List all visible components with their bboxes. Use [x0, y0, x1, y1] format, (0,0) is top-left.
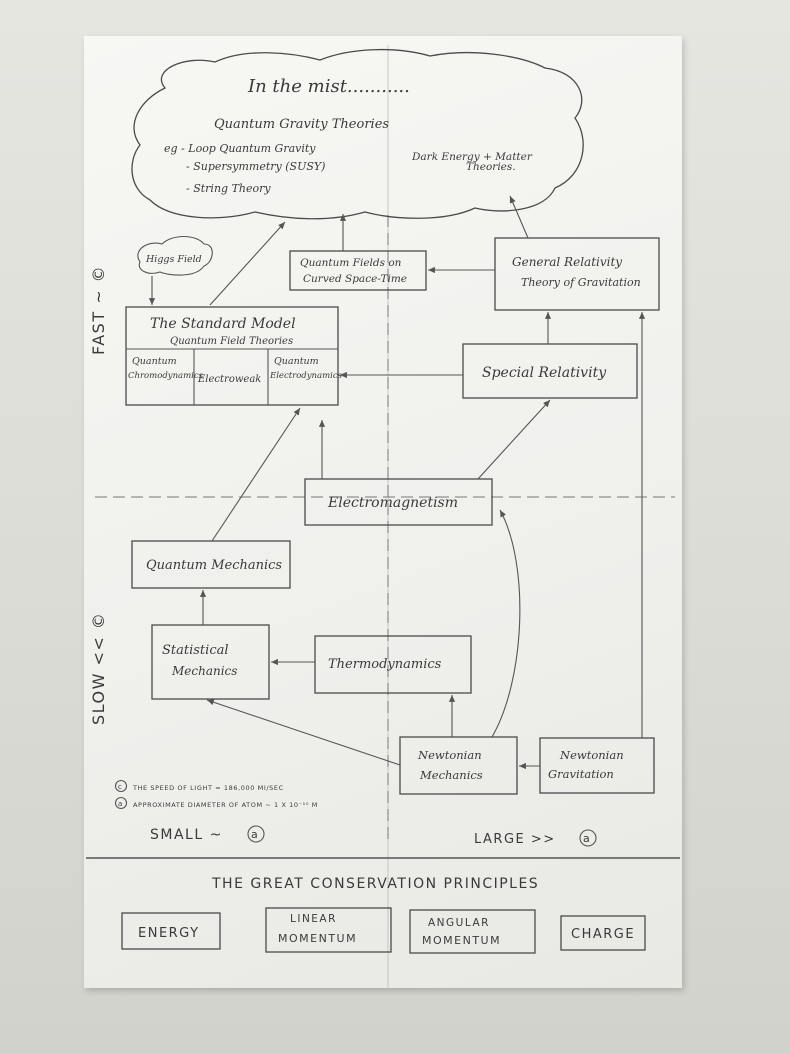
svg-text:The Standard Model: The Standard Model — [150, 316, 296, 332]
svg-text:Electromagnetism: Electromagnetism — [327, 495, 458, 511]
node-thermodynamics: Thermodynamics — [314, 635, 472, 694]
small-axis-label: SMALL ~ — [150, 827, 223, 843]
conservation-section: THE GREAT CONSERVATION PRINCIPLES ENERGY… — [121, 876, 646, 954]
svg-text:Newtonian: Newtonian — [559, 748, 624, 762]
large-axis-label: LARGE >> — [474, 832, 556, 847]
svg-text:Electroweak: Electroweak — [197, 374, 261, 385]
conservation-title: THE GREAT CONSERVATION PRINCIPLES — [211, 876, 539, 892]
fast-axis-label: FAST ~ © — [89, 265, 108, 355]
svg-text:MOMENTUM: MOMENTUM — [278, 932, 357, 945]
svg-text:Quantum Mechanics: Quantum Mechanics — [146, 558, 282, 573]
svg-text:Electrodynamics: Electrodynamics — [269, 371, 343, 381]
legend-symbol-circle — [114, 796, 128, 810]
node-newtonian-mechanics: Newtonian Mechanics — [399, 736, 518, 795]
connector-arrows — [148, 195, 646, 770]
qg-item: - Supersymmetry (SUSY) — [186, 160, 325, 173]
legend-text: THE SPEED OF LIGHT = 186,000 MI/SEC — [132, 784, 284, 792]
svg-text:Statistical: Statistical — [162, 643, 229, 658]
dark-energy-label: Theories. — [466, 161, 516, 173]
node-qft-curved-spacetime: Quantum Fields on Curved Space-Time — [289, 250, 427, 291]
node-quantum-mechanics: Quantum Mechanics — [131, 540, 291, 589]
svg-text:Quantum: Quantum — [132, 356, 177, 367]
svg-text:ENERGY: ENERGY — [138, 926, 200, 941]
svg-text:Gravitation: Gravitation — [548, 767, 614, 781]
atom-symbol-circle — [247, 825, 265, 843]
svg-text:Mechanics: Mechanics — [419, 768, 483, 782]
node-standard-model: The Standard Model Quantum Field Theorie… — [125, 306, 343, 406]
higgs-field-cloud: Higgs Field — [137, 235, 213, 276]
svg-text:Quantum: Quantum — [274, 356, 319, 367]
svg-text:Special Relativity: Special Relativity — [482, 365, 607, 381]
higgs-field-label: Higgs Field — [145, 254, 202, 265]
svg-text:LINEAR: LINEAR — [290, 913, 337, 925]
legend-text: APPROXIMATE DIAMETER OF ATOM ~ 1 X 10⁻¹⁰… — [133, 801, 318, 809]
atom-symbol-circle — [579, 829, 597, 847]
svg-text:Chromodynamics: Chromodynamics — [128, 371, 204, 381]
qg-heading: Quantum Gravity Theories — [214, 117, 389, 132]
svg-text:ANGULAR: ANGULAR — [428, 917, 490, 929]
svg-text:Mechanics: Mechanics — [171, 664, 237, 678]
legend-symbol: c — [118, 783, 123, 791]
dark-energy-label: Dark Energy + Matter — [411, 151, 533, 163]
svg-text:Theory of Gravitation: Theory of Gravitation — [521, 276, 641, 289]
node-general-relativity: General Relativity Theory of Gravitation — [494, 237, 660, 311]
node-electromagnetism: Electromagnetism — [304, 478, 493, 526]
svg-text:Quantum Fields on: Quantum Fields on — [300, 257, 402, 269]
paper-sheet — [84, 36, 682, 988]
svg-text:MOMENTUM: MOMENTUM — [422, 934, 501, 947]
svg-text:General Relativity: General Relativity — [512, 255, 622, 269]
node-newtonian-gravitation: Newtonian Gravitation — [539, 737, 655, 794]
svg-text:CHARGE: CHARGE — [571, 927, 635, 942]
node-special-relativity: Special Relativity — [462, 343, 638, 399]
svg-text:Newtonian: Newtonian — [417, 748, 482, 762]
slow-axis-label: SLOW << © — [89, 612, 108, 725]
legend: c THE SPEED OF LIGHT = 186,000 MI/SEC a … — [114, 779, 318, 810]
svg-text:Curved Space-Time: Curved Space-Time — [303, 273, 407, 285]
svg-text:Thermodynamics: Thermodynamics — [328, 657, 442, 672]
mist-cloud: In the mist........... Quantum Gravity T… — [131, 48, 584, 220]
legend-symbol-circle — [114, 779, 128, 793]
conservation-item-linear-momentum: LINEAR MOMENTUM — [265, 907, 392, 953]
conservation-item-angular-momentum: ANGULAR MOMENTUM — [409, 909, 536, 954]
atom-symbol: a — [583, 832, 591, 845]
cloud-title: In the mist........... — [247, 76, 410, 97]
qg-item: - String Theory — [186, 182, 271, 195]
atom-symbol: a — [251, 828, 259, 841]
node-statistical-mechanics: Statistical Mechanics — [151, 624, 270, 700]
conservation-item-energy: ENERGY — [121, 912, 221, 950]
svg-text:Quantum Field Theories: Quantum Field Theories — [170, 336, 293, 347]
conservation-item-charge: CHARGE — [560, 915, 646, 951]
qg-item: eg - Loop Quantum Gravity — [164, 142, 316, 155]
legend-symbol: a — [118, 800, 124, 808]
